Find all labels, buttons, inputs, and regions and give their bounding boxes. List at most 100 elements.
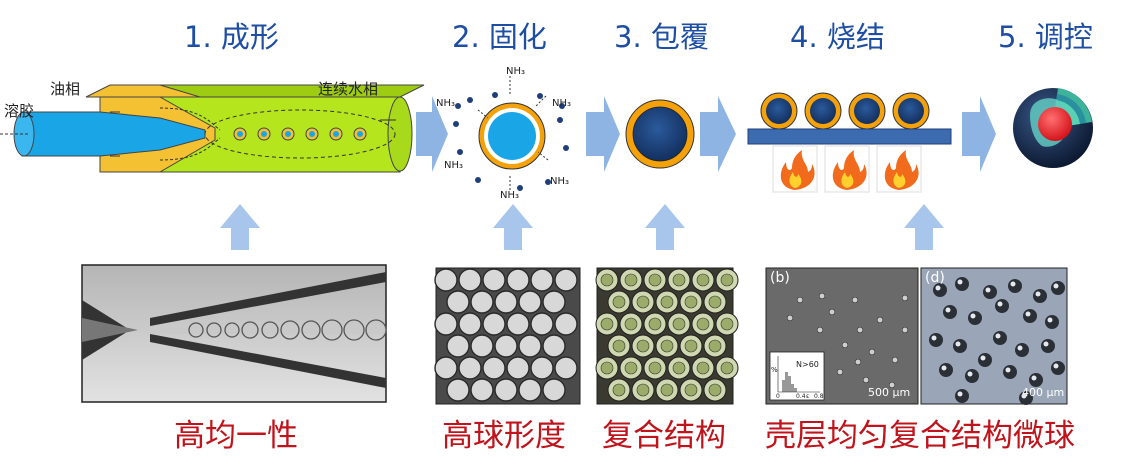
caption-sphericity: 高球形度 [442,418,566,454]
caption-uniformity: 高均一性 [174,418,298,454]
stage-title-2: 2. 固化 [452,20,547,54]
flow-arrows [416,96,996,172]
photo-composite [595,267,739,405]
metal-sphere [1008,279,1022,293]
sphere-particle [518,378,542,402]
metal-sphere [1041,339,1055,353]
sintering-setup [747,92,952,193]
metal-sphere [955,389,969,403]
composite-grid [595,268,739,402]
metal-sphere [1033,289,1047,303]
sem-b-label: (b) [770,270,790,286]
metal-sphere [993,331,1007,345]
label-water: 连续水相 [318,80,379,98]
cutaway-sphere [1013,88,1093,168]
sphere-particle [542,378,566,402]
sphere-particle [482,312,506,336]
photo-microfluidic [81,264,387,403]
label-nh3-bottom-left: NH₃ [444,160,464,171]
coated-particle [625,99,695,169]
label-sol: 溶胶 [4,102,35,120]
metal-sphere [1029,373,1043,387]
sphere-particle [530,312,554,336]
stage-title-3: 3. 包覆 [614,20,709,54]
label-nh3-left: NH₃ [436,98,456,109]
sem-d-label: (d) [925,270,945,286]
sphere-particle [518,290,542,314]
sphere-particle [446,378,470,402]
sphere-particle [494,378,518,402]
label-nh3-bottom-right: NH₃ [550,176,570,187]
photo-sem-b [765,267,919,405]
photo-sem-d [920,267,1068,405]
curing-particle [453,76,569,192]
metal-sphere [995,299,1009,313]
sphere-particle [542,290,566,314]
arrow-up-4 [904,204,944,250]
sphere-particle [458,312,482,336]
hist-xlabel: ε [806,393,810,400]
caption-composite: 复合结构 [602,418,726,454]
sphere-particle [554,312,578,336]
sphere-particle [530,268,554,292]
metal-sphere [978,353,992,367]
metal-sphere [1003,365,1017,379]
label-nh3-top: NH₃ [506,66,526,77]
sphere-particle [494,334,518,358]
hist-ylabel: % [771,366,778,374]
sphere-particle [434,356,458,380]
flame-icon [780,150,815,190]
arrow-up-1 [220,204,260,250]
label-oil: 油相 [50,80,81,98]
arrow-right-4 [962,96,996,172]
arrow-right-1 [416,96,448,172]
sphere-grid [434,268,578,402]
hist-label: N>60 [796,360,819,369]
hist-tick-1: 0.4 [796,393,806,400]
metal-sphere [939,363,953,377]
sphere-particle [458,268,482,292]
metal-sphere [1051,281,1065,295]
metal-sphere [955,277,969,291]
metal-sphere [1045,315,1059,329]
arrow-right-2 [586,96,620,172]
metal-sphere [943,305,957,319]
stage-title-4: 4. 烧结 [790,20,885,54]
flame-icon [884,150,919,190]
arrow-up-3 [645,204,685,250]
metal-sphere [929,333,943,347]
sphere-particle [482,356,506,380]
label-nh3-right: NH₃ [552,98,572,109]
stage-title-1: 1. 成形 [184,20,279,54]
metal-sphere [1023,309,1037,323]
sphere-particle [434,312,458,336]
sphere-particle [482,268,506,292]
sphere-particle [470,334,494,358]
metal-sphere [1015,343,1029,357]
sphere-particle [458,356,482,380]
sem-d-scale: 400 μm [1022,386,1065,399]
hist-tick-0: 0 [776,393,780,400]
metal-sphere-grid [929,277,1065,405]
flame-icons [772,145,922,193]
arrow-right-3 [700,96,736,172]
particle-row [760,92,930,130]
sphere-particle [530,356,554,380]
sem-b-scale: 500 μm [868,386,911,399]
label-nh3-bottom: NH₃ [500,190,520,201]
sphere-particle [446,334,470,358]
metal-sphere [965,369,979,383]
up-arrows [220,204,944,250]
photo-spheres [434,267,581,405]
arrow-up-2 [493,204,533,250]
metal-sphere [953,339,967,353]
metal-sphere [1051,361,1065,375]
stage-title-5: 5. 调控 [998,20,1093,54]
metal-sphere [968,311,982,325]
sphere-particle [542,334,566,358]
sphere-particle [470,290,494,314]
hist-tick-2: 0.8 [814,393,824,400]
flame-icon [832,150,867,190]
sphere-particle [494,290,518,314]
